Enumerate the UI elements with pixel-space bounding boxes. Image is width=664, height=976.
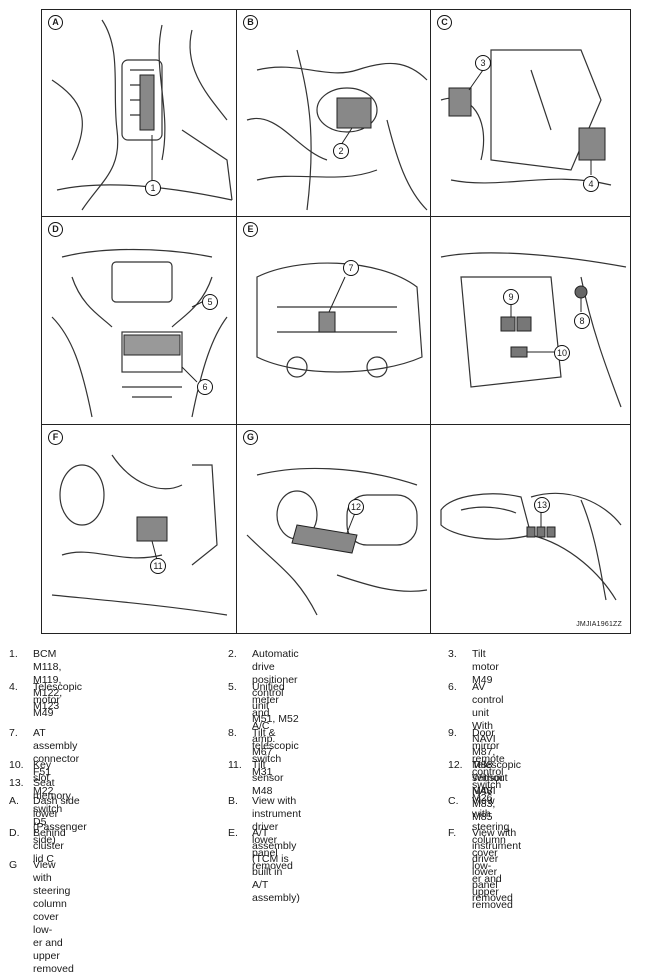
figure-code: JMJIA1961ZZ xyxy=(576,621,622,628)
drawing-dash-side-lower xyxy=(51,19,233,211)
panel-label: F xyxy=(48,430,63,445)
drawing-door-trim xyxy=(440,492,622,601)
panel-g: G 12 xyxy=(237,425,430,635)
panel-divider xyxy=(430,10,431,633)
panel-divider xyxy=(42,216,630,217)
panel-seat-memory: 13 xyxy=(431,425,630,635)
callout-7: 7 xyxy=(343,260,359,276)
panel-b: B 2 xyxy=(237,10,430,216)
panel-divider xyxy=(236,10,237,633)
drawing-switch-cluster xyxy=(440,252,627,408)
panel-label: D xyxy=(48,222,63,237)
drawing-instrument-lower-removed xyxy=(246,49,428,211)
panel-label: B xyxy=(243,15,258,30)
callout-4: 4 xyxy=(583,176,599,192)
callout-11: 11 xyxy=(150,558,166,574)
callout-2: 2 xyxy=(333,143,349,159)
panel-label: G xyxy=(243,430,258,445)
drawing-tilt-sensor xyxy=(51,454,228,616)
callout-1: 1 xyxy=(145,180,161,196)
panel-divider xyxy=(42,424,630,425)
panel-label: C xyxy=(437,15,452,30)
callout-6: 6 xyxy=(197,379,213,395)
drawing-steering-column xyxy=(440,49,612,186)
panel-e: E 7 xyxy=(237,217,430,424)
panel-f: F 11 xyxy=(42,425,236,635)
drawing-cluster-lid xyxy=(51,248,228,418)
callout-8: 8 xyxy=(574,313,590,329)
callout-13: 13 xyxy=(534,497,550,513)
panel-label: A xyxy=(48,15,63,30)
panel-switches: 9 8 10 xyxy=(431,217,630,424)
panel-d: D 5 6 xyxy=(42,217,236,424)
panel-a: A 1 xyxy=(42,10,236,216)
panel-label: E xyxy=(243,222,258,237)
drawing-telescopic-sensor xyxy=(246,467,428,616)
drawing-at-assembly xyxy=(256,262,423,378)
callout-9: 9 xyxy=(503,289,519,305)
callout-3: 3 xyxy=(475,55,491,71)
panel-c: C 3 4 xyxy=(431,10,630,216)
callout-12: 12 xyxy=(348,499,364,515)
component-location-figure: A 1 B xyxy=(41,9,631,634)
callout-5: 5 xyxy=(202,294,218,310)
callout-10: 10 xyxy=(554,345,570,361)
